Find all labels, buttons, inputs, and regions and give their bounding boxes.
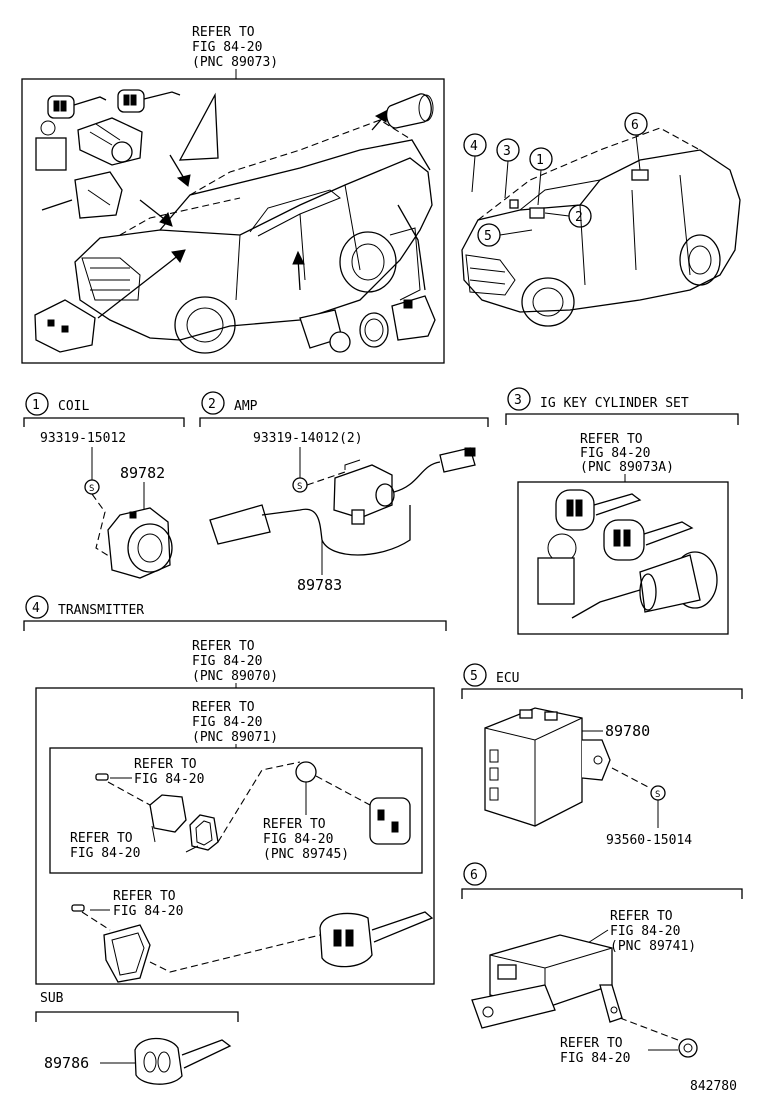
screw-ref-1: REFER TO: [134, 757, 197, 772]
transmitter-title: TRANSMITTER: [58, 603, 144, 618]
transmitter-case: [189, 814, 219, 851]
amp-number: 2: [208, 397, 216, 412]
amp-screw-mark: S: [297, 482, 302, 492]
section-ecu: 5 ECU 89780 S 93560-15014: [461, 663, 743, 848]
battery-ref-3: (PNC 89745): [263, 847, 349, 862]
ig-cylinder: [571, 551, 718, 619]
key-screw: [71, 904, 85, 912]
amp-unit: [209, 447, 476, 556]
sub-title: SUB: [40, 991, 64, 1006]
transmitter-number: 4: [32, 601, 40, 616]
ig-number: 3: [514, 393, 522, 408]
callout-4: 4: [470, 139, 478, 154]
unit6-bolt-ref-1: REFER TO: [560, 1036, 623, 1051]
coil-screw-pn: 93319-15012: [40, 431, 126, 446]
screw-ref-2: FIG 84-20: [134, 772, 204, 787]
callout-6: 6: [631, 118, 639, 133]
key-cover: [103, 924, 151, 983]
section-ig-key-cylinder: 3 IG KEY CYLINDER SET REFER TO FIG 84-20…: [505, 387, 739, 635]
transmitter-screw: [95, 773, 109, 781]
key-ref-2: FIG 84-20: [113, 904, 183, 919]
vehicle-illustration-right: [461, 127, 741, 327]
sub-key: [134, 1037, 232, 1085]
section-amp: 2 AMP 93319-14012(2) S 89783: [199, 391, 489, 594]
transmitter-body: [369, 797, 411, 845]
door-lock-cylinder: [77, 117, 143, 166]
transmitter-outer-frame: [35, 687, 435, 985]
ig-ref-1: REFER TO: [580, 432, 643, 447]
vehicle-illustration-left: [74, 109, 433, 354]
ref-line-1: REFER TO: [192, 25, 255, 40]
ecu-part-pn: 89780: [605, 722, 650, 740]
section-6: 6 REFER TO FIG 84-20 (PNC 89741) REFER T…: [461, 862, 743, 1066]
outer-ref-1: REFER TO: [192, 639, 255, 654]
vehicle-overview-frame: [21, 78, 445, 364]
ig-ref-2: FIG 84-20: [580, 446, 650, 461]
ref-line-3: (PNC 89073): [192, 55, 278, 70]
unit6-ref-1: REFER TO: [610, 909, 673, 924]
case-ref-1: REFER TO: [70, 831, 133, 846]
outer-ref-3: (PNC 89070): [192, 669, 278, 684]
key-ref-1: REFER TO: [113, 889, 176, 904]
coil-part-pn: 89782: [120, 464, 165, 482]
ecu-screw-pn: 93560-15014: [606, 833, 692, 848]
inner-ref-2: FIG 84-20: [192, 715, 262, 730]
harness-connector: [34, 299, 96, 353]
unit6-bolt: [678, 1038, 698, 1058]
inner-ref-1: REFER TO: [192, 700, 255, 715]
battery-ref-2: FIG 84-20: [263, 832, 333, 847]
ecu-number: 5: [470, 669, 478, 684]
coil-screw-mark: S: [89, 484, 94, 494]
outer-ref-2: FIG 84-20: [192, 654, 262, 669]
ecu-screw-mark: S: [655, 790, 660, 800]
coil-number: 1: [32, 398, 40, 413]
unit6-ref-2: FIG 84-20: [610, 924, 680, 939]
transmitter-key: [319, 911, 434, 968]
amp-part-pn: 89783: [297, 576, 342, 594]
callout-5: 5: [484, 229, 492, 244]
quarter-glass: [178, 92, 219, 161]
locator-callouts: 4 3 1 2 5 6: [463, 112, 648, 247]
transmitter-battery-holder: [149, 794, 187, 833]
ecu-unit: [484, 707, 611, 827]
unit6-bolt-ref-2: FIG 84-20: [560, 1051, 630, 1066]
figure-id: 842780: [690, 1079, 737, 1094]
section-coil: 1 COIL 93319-15012 S 89782: [23, 392, 185, 579]
callout-1: 1: [536, 153, 544, 168]
hood-lock-part: [385, 93, 434, 129]
ig-keys: [537, 489, 694, 605]
unit6-ref-3: (PNC 89741): [610, 939, 696, 954]
ref-line-2: FIG 84-20: [192, 40, 262, 55]
ig-frame: [517, 481, 729, 635]
callout-2: 2: [575, 210, 583, 225]
door-lock-keys: [35, 89, 181, 171]
door-cylinder-parts-bottom: [299, 295, 436, 353]
amp-screw-pn: 93319-14012(2): [253, 431, 363, 446]
amp-title: AMP: [234, 399, 258, 414]
coil-title: COIL: [58, 399, 89, 414]
ig-title: IG KEY CYLINDER SET: [540, 396, 689, 411]
ecu-title: ECU: [496, 671, 519, 686]
transmitter-battery: [295, 761, 317, 783]
section6-number: 6: [470, 868, 478, 883]
battery-ref-1: REFER TO: [263, 817, 326, 832]
case-ref-2: FIG 84-20: [70, 846, 140, 861]
top-reference-note: REFER TO FIG 84-20 (PNC 89073): [192, 25, 278, 79]
unit6-module: [471, 934, 623, 1029]
sub-part-pn: 89786: [44, 1054, 89, 1072]
trunk-lock: [41, 171, 123, 219]
transmitter-inner-frame: [49, 747, 423, 874]
coil-part: [107, 507, 173, 579]
callout-3: 3: [503, 144, 511, 159]
section-sub-key: SUB 89786: [35, 991, 239, 1085]
inner-ref-3: (PNC 89071): [192, 730, 278, 745]
section-transmitter: 4 TRANSMITTER REFER TO FIG 84-20 (PNC 89…: [23, 595, 447, 985]
ig-ref-3: (PNC 89073A): [580, 460, 674, 475]
